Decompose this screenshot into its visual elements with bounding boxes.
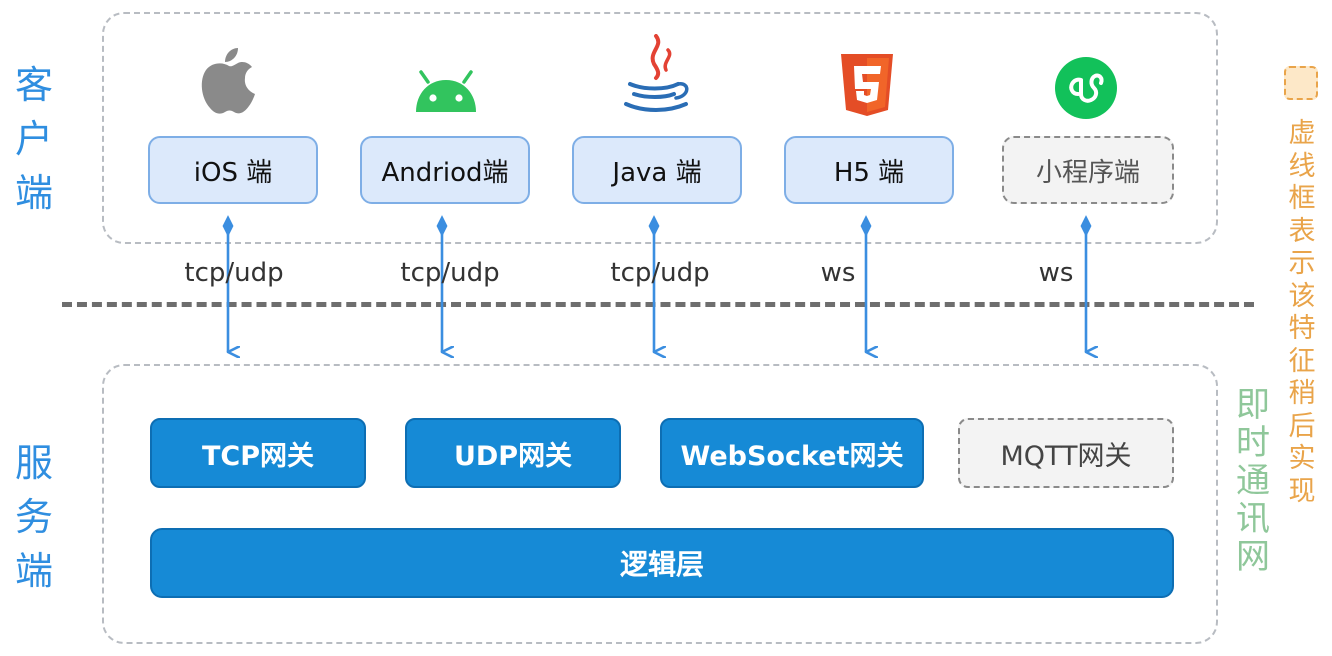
server-group-box <box>102 364 1218 644</box>
mini-program-icon <box>1055 57 1117 119</box>
client-mini-program: 小程序端 <box>1002 136 1174 204</box>
client-android: Andriod端 <box>360 136 530 204</box>
arrow-origin-mini-program <box>1080 215 1092 237</box>
gateway-udp: UDP网关 <box>405 418 621 488</box>
protocol-label-h5: ws <box>820 258 856 288</box>
client-java: Java 端 <box>572 136 742 204</box>
protocol-label-android: tcp/udp <box>400 258 500 288</box>
client-ios: iOS 端 <box>148 136 318 204</box>
client-group-box <box>102 12 1218 244</box>
protocol-label-java: tcp/udp <box>610 258 710 288</box>
legend-dashed-swatch <box>1284 66 1318 100</box>
android-icon <box>416 70 476 112</box>
gateway-tcp: TCP网关 <box>150 418 366 488</box>
arrow-origin-java <box>648 215 660 237</box>
server-section-label: 服务端 <box>14 441 53 593</box>
java-icon <box>624 34 689 112</box>
arrow-origin-ios <box>222 215 234 237</box>
arrow-origin-h5 <box>860 215 872 237</box>
protocol-label-ios: tcp/udp <box>184 258 284 288</box>
arrow-origin-android <box>436 215 448 237</box>
gateway-mqtt: MQTT网关 <box>958 418 1174 488</box>
html5-icon <box>841 54 893 116</box>
apple-icon <box>201 48 255 114</box>
client-section-label: 客户端 <box>14 63 53 215</box>
logic-layer: 逻辑层 <box>150 528 1174 598</box>
legend-text: 虚线框表示该特征稍后实现 <box>1288 118 1316 507</box>
client-server-divider <box>62 302 1254 307</box>
protocol-label-mini-program: ws <box>1038 258 1074 288</box>
watermark-text: 即时通讯网 <box>1236 385 1270 577</box>
client-h5: H5 端 <box>784 136 954 204</box>
gateway-websocket: WebSocket网关 <box>660 418 924 488</box>
